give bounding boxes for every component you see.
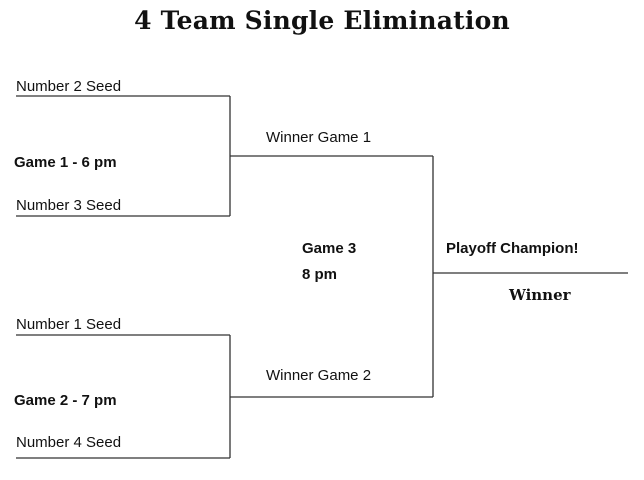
champion-label: Playoff Champion! xyxy=(446,240,579,257)
winner-label: Winner xyxy=(509,286,571,304)
page-title: 4 Team Single Elimination xyxy=(134,6,510,35)
seed-3-label: Number 3 Seed xyxy=(16,197,122,214)
game2-label: Game 2 - 7 pm xyxy=(14,392,117,409)
game3-time: 8 pm xyxy=(302,266,338,283)
winner-game1-label: Winner Game 1 xyxy=(266,129,372,146)
seed-1-label: Number 1 Seed xyxy=(16,316,122,333)
seed-4-label: Number 4 Seed xyxy=(16,434,122,451)
game3-label: Game 3 xyxy=(302,240,357,257)
winner-game2-label: Winner Game 2 xyxy=(266,367,372,384)
seed-2-label: Number 2 Seed xyxy=(16,78,122,95)
game1-label: Game 1 - 6 pm xyxy=(14,154,117,171)
